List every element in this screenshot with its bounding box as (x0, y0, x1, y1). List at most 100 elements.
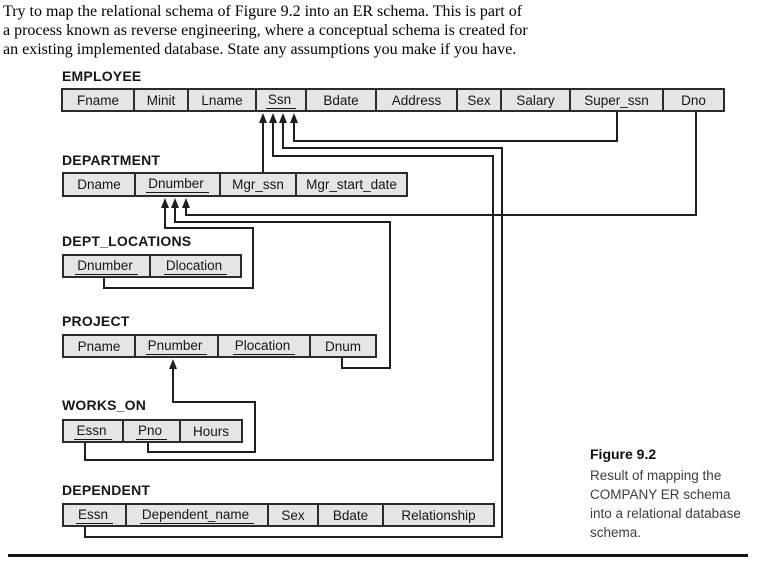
attribute-label: Lname (201, 92, 243, 108)
attribute-label: Pname (77, 338, 121, 354)
table-name-department: DEPARTMENT (62, 152, 161, 168)
foreign-key-arrowhead-icon (169, 359, 177, 369)
foreign-key-connector-line (293, 140, 618, 142)
attribute-cell-dnum: Dnum (309, 336, 375, 356)
attribute-cell-lname: Lname (187, 90, 255, 110)
attribute-label: Minit (146, 92, 176, 108)
foreign-key-connector-line (164, 227, 254, 229)
attribute-label: Salary (516, 92, 555, 108)
foreign-key-connector-line (282, 123, 284, 149)
foreign-key-connector-line (84, 536, 503, 538)
attribute-cell-ssn: Ssn (255, 90, 305, 110)
attribute-cell-dnumber: Dnumber (64, 256, 149, 276)
attribute-cell-sex: Sex (267, 505, 317, 525)
attribute-label: Address (391, 92, 442, 108)
foreign-key-connector-line (389, 221, 391, 369)
foreign-key-connector-line (147, 443, 149, 452)
attribute-cell-minit: Minit (133, 90, 187, 110)
attribute-cell-dname: Dname (64, 174, 134, 195)
attribute-cell-dependent_name: Dependent_name (125, 505, 267, 525)
attribute-cell-fname: Fname (63, 90, 133, 110)
attribute-label: Sex (281, 507, 305, 523)
figure-caption-line: COMPANY ER schema (590, 487, 731, 502)
foreign-key-connector-line (293, 123, 295, 142)
foreign-key-connector-line (616, 112, 618, 142)
attribute-label: Super_ssn (584, 92, 649, 108)
foreign-key-connector-line (272, 155, 493, 157)
foreign-key-connector-line (147, 451, 256, 453)
foreign-key-connector-line (185, 208, 187, 216)
foreign-key-connector-line (172, 401, 256, 403)
attribute-cell-dno: Dno (662, 90, 723, 110)
exercise-text: Try to map the relational schema of Figu… (3, 2, 528, 59)
relation-row-project: Pname Pnumber Plocation Dnum (62, 334, 377, 358)
attribute-label: Mgr_start_date (306, 177, 397, 192)
attribute-cell-plocation: Plocation (217, 336, 309, 356)
table-name-dependent: DEPENDENT (62, 482, 151, 498)
foreign-key-connector-line (84, 443, 86, 460)
attribute-label: Dnum (324, 338, 361, 354)
foreign-key-arrowhead-icon (259, 113, 267, 123)
attribute-label: Sex (467, 92, 491, 108)
attribute-cell-bdate: Bdate (305, 90, 375, 110)
foreign-key-connector-line (252, 227, 254, 289)
foreign-key-arrowhead-icon (269, 113, 277, 123)
foreign-key-connector-line (84, 527, 86, 537)
attribute-label: Dname (77, 177, 121, 192)
foreign-key-arrowhead-icon (182, 198, 190, 208)
attribute-cell-dlocation: Dlocation (149, 256, 240, 276)
foreign-key-connector-line (282, 147, 503, 149)
attribute-cell-mgr_start_date: Mgr_start_date (295, 174, 406, 195)
figure-caption-line: Result of mapping the (590, 468, 722, 483)
table-name-employee: EMPLOYEE (62, 68, 142, 84)
foreign-key-connector-line (174, 208, 176, 223)
figure-caption-text: Result of mapping the COMPANY ER schema … (590, 466, 741, 542)
foreign-key-connector-line (84, 459, 494, 461)
foreign-key-connector-line (262, 123, 264, 172)
bottom-rule (8, 554, 748, 557)
attribute-cell-essn: Essn (64, 505, 125, 525)
foreign-key-connector-line (254, 401, 256, 453)
attribute-label: Bdate (323, 92, 359, 108)
foreign-key-connector-line (185, 214, 696, 216)
foreign-key-connector-line (172, 369, 174, 403)
foreign-key-connector-line (164, 208, 166, 229)
figure-caption-title: Figure 9.2 (590, 446, 657, 462)
foreign-key-arrowhead-icon (161, 198, 169, 208)
exercise-text-line: Try to map the relational schema of Figu… (3, 3, 523, 20)
key-attribute-label: Pnumber (145, 338, 208, 355)
foreign-key-connector-line (272, 123, 274, 157)
attribute-cell-salary: Salary (500, 90, 569, 110)
exercise-text-line: a process known as reverse engineering, … (3, 22, 528, 39)
relation-row-dept_locations: Dnumber Dlocation (62, 254, 242, 278)
attribute-cell-pnumber: Pnumber (134, 336, 217, 356)
foreign-key-connector-line (492, 155, 494, 461)
attribute-cell-address: Address (375, 90, 456, 110)
foreign-key-arrowhead-icon (171, 198, 179, 208)
foreign-key-connector-line (341, 367, 391, 369)
foreign-key-connector-line (103, 287, 254, 289)
figure-caption-line: into a relational database (590, 506, 741, 521)
key-attribute-label: Dnumber (146, 176, 209, 193)
key-attribute-label: Plocation (232, 338, 296, 355)
exercise-text-line: an existing implemented database. State … (3, 41, 517, 58)
attribute-label: Relationship (401, 507, 476, 523)
foreign-key-arrowhead-icon (290, 113, 298, 123)
attribute-cell-super_ssn: Super_ssn (569, 90, 662, 110)
key-attribute-label: Dnumber (75, 258, 138, 275)
relation-row-employee: Fname Minit Lname Ssn Bdate Address Sex Salary S… (61, 88, 725, 112)
foreign-key-arrowhead-icon (279, 113, 287, 123)
attribute-label: Dno (681, 92, 706, 108)
table-name-dept_locations: DEPT_LOCATIONS (62, 233, 192, 249)
attribute-cell-relationship: Relationship (382, 505, 493, 525)
attribute-cell-hours: Hours (179, 421, 241, 441)
attribute-label: Fname (76, 92, 120, 108)
foreign-key-connector-line (174, 221, 391, 223)
foreign-key-connector-line (103, 278, 105, 288)
attribute-cell-sex: Sex (456, 90, 500, 110)
attribute-cell-pname: Pname (64, 336, 134, 356)
